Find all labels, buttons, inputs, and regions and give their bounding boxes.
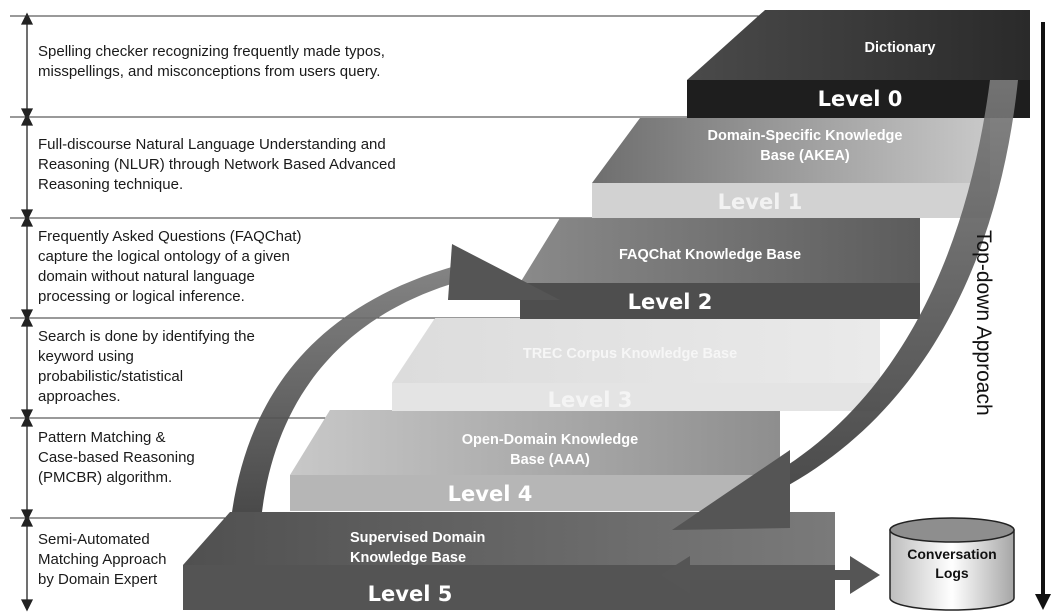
conversation-logs-cylinder — [889, 517, 1015, 611]
step-title-level-2: FAQChat Knowledge Base — [618, 247, 802, 263]
descending-curve-arrow — [672, 80, 1018, 530]
conversation-logs-label: Conversation Logs — [907, 546, 997, 581]
step-title-level-5: Supervised Domain Knowledge Base — [350, 530, 486, 566]
description-level-1: Full-discourse Natural Language Understa… — [38, 136, 396, 193]
left-dimension-arrows — [20, 12, 34, 612]
ascending-curve-arrow — [232, 244, 560, 512]
description-level-5: Semi-Automated Matching Approach by Doma… — [38, 531, 167, 588]
step-title-level-1: Domain-Specific Knowledge Base (AKEA) — [707, 128, 903, 164]
step-level-1 — [592, 118, 990, 218]
level-label-3: Level 3 — [547, 388, 633, 412]
step-level-2 — [520, 218, 920, 319]
level-label-4: Level 4 — [447, 482, 533, 506]
level-label-1: Level 1 — [717, 190, 803, 214]
step-title-level-4: Open-Domain Knowledge Base (AAA) — [461, 432, 639, 468]
description-level-2: Frequently Asked Questions (FAQChat) cap… — [38, 228, 302, 305]
level-label-5: Level 5 — [367, 582, 453, 606]
step-level-4 — [290, 410, 780, 511]
top-down-approach-label: Top-down Approach — [972, 230, 995, 416]
step-level-0 — [687, 10, 1030, 118]
top-down-arrow — [1035, 22, 1051, 610]
level-label-0: Level 0 — [817, 87, 903, 111]
logs-double-arrow — [660, 556, 880, 594]
step-title-level-0: Dictionary — [864, 40, 936, 56]
description-level-3: Search is done by identifying the keywor… — [38, 328, 255, 405]
step-title-level-3: TREC Corpus Knowledge Base — [522, 346, 738, 362]
level-label-2: Level 2 — [627, 290, 713, 314]
step-level-3 — [392, 318, 880, 411]
description-level-4: Pattern Matching & Case-based Reasoning … — [38, 429, 195, 486]
description-level-0: Spelling checker recognizing frequently … — [38, 43, 385, 80]
